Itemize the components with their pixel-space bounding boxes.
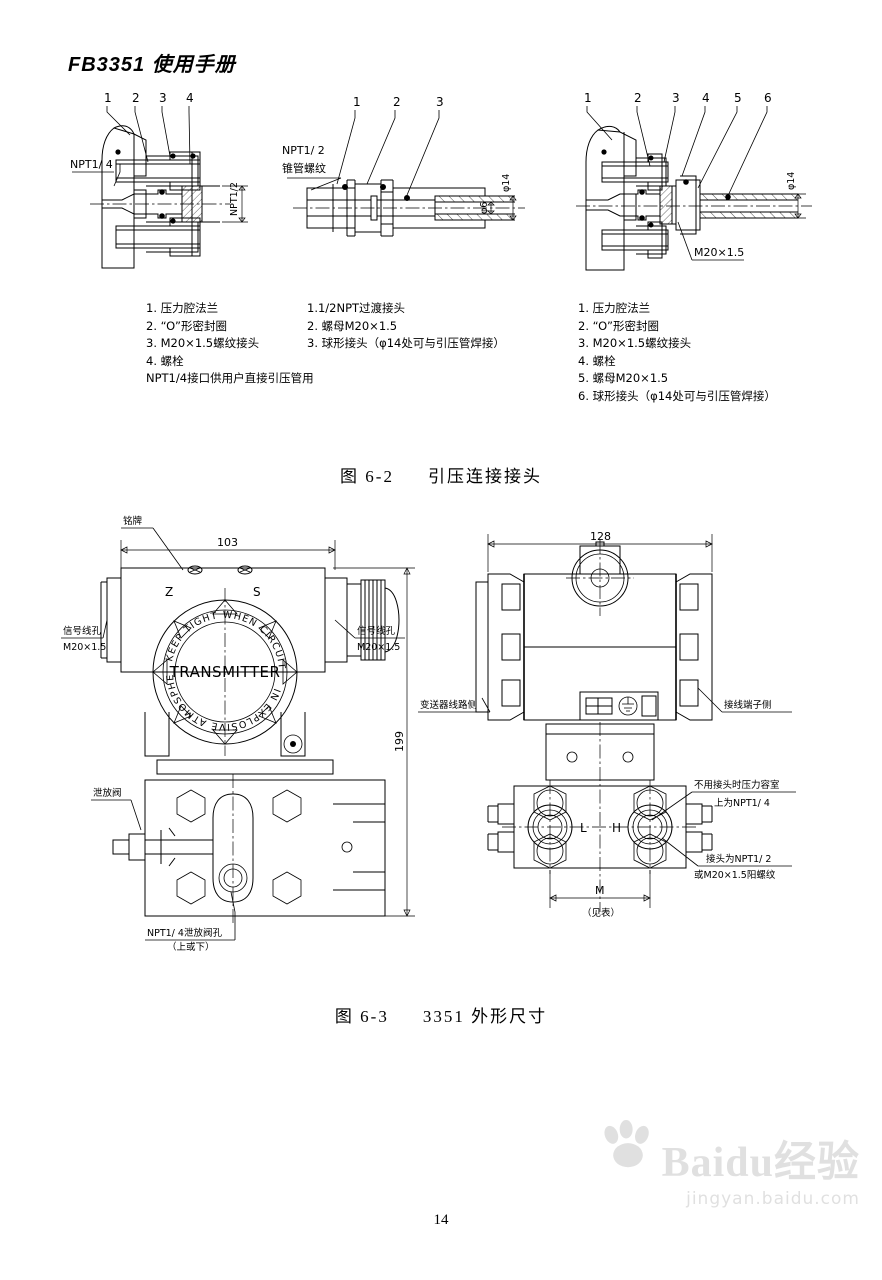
leader-number-2: 2 [634,91,642,105]
figure-6-2-left-drawing: 1 2 3 4 [70,90,340,285]
legend-left-item: 3. M20×1.5螺纹接头 [146,336,260,350]
legend-left-item: 1. 压力腔法兰 [146,301,219,315]
page-number: 14 [433,1212,449,1228]
label-span-mark: S [253,585,261,599]
figure-6-3-caption-number: 图 6-3 [334,1007,389,1026]
figure-6-3-caption: 图 6-3 3351 外形尺寸 [0,1002,882,1027]
legend-left-note: NPT1/4接口供用户直接引压管用 [146,371,314,385]
dimension-m-note: （见表） [582,907,620,919]
legend-right-item: 2. “O”形密封圈 [578,318,659,333]
legend-middle: 1.1/2NPT过渡接头 2. 螺母M20×1.5 3. 球形接头（φ14处可与… [307,300,505,353]
dimension-128: 128 [590,530,611,543]
transmitter-cover: KEEP TIGHT WHEN CIRCUIT ALIVE IN EXPLOSI… [81,504,309,756]
note-bottom-line2: 或M20×1.5阳螺纹 [694,869,776,881]
label-m20x15: M20×1.5 [694,246,744,259]
label-npt-half: NPT1/ 2 [282,144,325,157]
label-conduit-left: 信号线孔 [63,625,102,637]
dimension-m: M [595,884,605,897]
leader-number-4: 4 [702,91,710,105]
label-taper-thread: 锥管螺纹 [282,161,326,175]
note-bottom-line1: 接头为NPT1/ 2 [706,853,771,865]
label-port-low: L [580,821,587,835]
label-zero-mark: Z [165,585,173,599]
leader-number-2: 2 [132,91,140,105]
label-conduit-right-thread: M20×1.5 [357,642,400,653]
figure-6-2-caption-number: 图 6-2 [340,467,394,486]
leader-number-6: 6 [764,91,772,105]
watermark-brand: Baidu [661,1140,774,1186]
legend-right-item: 5. 螺母M20×1.5 [578,371,669,385]
watermark-brand-cn: 经验 [773,1140,860,1186]
watermark-url: jingyan.baidu.com [686,1189,860,1209]
label-drain-hole-note: （上或下） [167,941,215,953]
leader-number-3: 3 [436,95,444,109]
leader-number-3: 3 [159,91,167,105]
legend-middle-item: 3. 球形接头（φ14处可与引压管焊接） [307,336,505,350]
label-nameplate: 铭牌 [123,515,143,527]
figure-6-2-right-drawing: 1 2 3 4 5 6 [568,90,838,285]
label-circuit-side: 变送器线路侧 [420,699,477,711]
figure-6-2-middle-drawing: 1 2 3 NPT1/ 2 锥管螺纹 [282,92,535,282]
leader-number-4: 4 [186,91,194,105]
label-conduit-right: 信号线孔 [357,625,396,637]
leader-number-2: 2 [393,95,401,109]
dimension-199: 199 [393,731,406,752]
figure-6-2-caption: 图 6-2 引压连接接头 [0,462,882,487]
legend-right: 1. 压力腔法兰 2. “O”形密封圈 3. M20×1.5螺纹接头 4. 螺栓… [578,300,776,405]
legend-left-item: 2. “O”形密封圈 [146,318,227,333]
figure-6-2-caption-title: 引压连接接头 [427,467,542,486]
legend-left-item: 4. 螺栓 [146,353,184,368]
label-npt-quarter: NPT1/ 4 [70,158,113,171]
legend-right-item: 4. 螺栓 [578,353,616,368]
label-phi-6: φ6 [479,202,490,214]
legend-right-item: 1. 压力腔法兰 [578,301,651,315]
legend-right-item: 6. 球形接头（φ14处可与引压管焊接） [578,388,776,403]
leader-number-3: 3 [672,91,680,105]
label-conduit-left-thread: M20×1.5 [63,642,106,653]
label-npt-half-vertical: NPT1/2 [229,182,240,216]
figure-6-3-side-view: 128 [418,512,862,952]
label-port-high: H [612,821,621,835]
label-drain-hole: NPT1/ 4泄放阀孔 [147,927,222,939]
dimension-103: 103 [217,536,238,549]
page-header-title: FB3351 使用手册 [68,54,236,76]
leader-number-1: 1 [104,91,112,105]
label-phi-14: φ14 [786,172,797,190]
legend-right-item: 3. M20×1.5螺纹接头 [578,336,692,350]
figure-6-3-caption-title: 3351 外形尺寸 [422,1007,548,1026]
figure-6-3-front-view: 铭牌 103 Z S [61,504,445,953]
note-top-line2: 上为NPT1/ 4 [714,797,770,809]
label-drain-valve: 泄放阀 [93,787,122,799]
note-top-line1: 不用接头时压力容室 [694,779,780,791]
legend-middle-item: 2. 螺母M20×1.5 [307,318,398,333]
paw-logo-icon [604,1120,649,1168]
cover-center-text: TRANSMITTER [169,663,281,681]
leader-number-1: 1 [353,95,361,109]
legend-middle-item: 1.1/2NPT过渡接头 [307,301,406,315]
leader-number-1: 1 [584,91,592,105]
leader-number-5: 5 [734,91,742,105]
legend-left: 1. 压力腔法兰 2. “O”形密封圈 3. M20×1.5螺纹接头 4. 螺栓… [146,300,314,388]
label-terminal-side: 接线端子侧 [724,699,772,711]
label-phi-14: φ14 [501,174,512,192]
